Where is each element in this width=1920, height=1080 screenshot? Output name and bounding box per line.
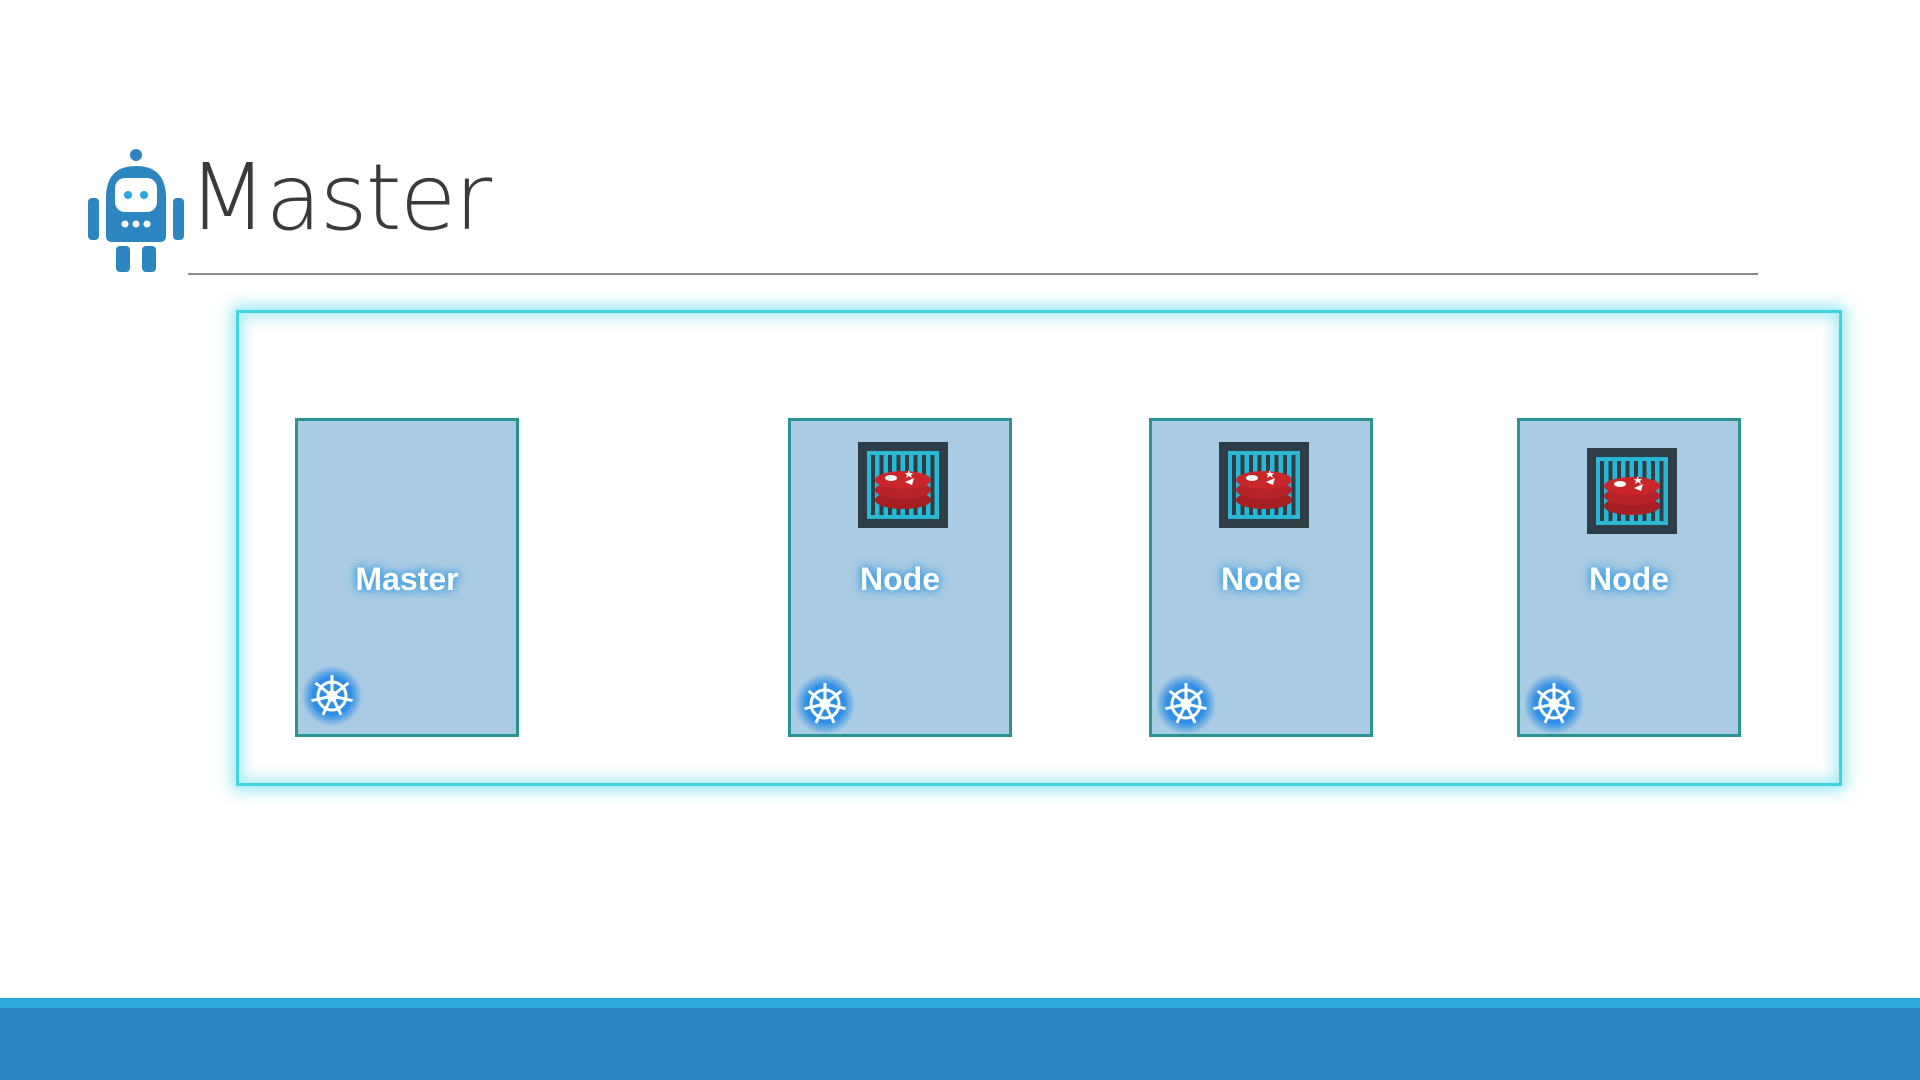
kubernetes-helm-icon [1156, 674, 1216, 734]
node-label: Master [355, 561, 459, 597]
title-divider [188, 273, 1758, 275]
footer-bar [0, 1008, 1920, 1080]
node-label: Node [1221, 561, 1301, 597]
master-node-box: Master [295, 418, 519, 737]
redis-container-icon [1587, 448, 1677, 534]
node-label: Node [860, 561, 940, 597]
worker-node-box: Node [1517, 418, 1741, 737]
redis-container-icon [858, 442, 948, 528]
node-label: Node [1589, 561, 1669, 597]
kubernetes-helm-icon [1524, 674, 1584, 734]
cluster-boundary [236, 310, 1842, 786]
worker-node-box: Node [788, 418, 1012, 737]
worker-node-box: Node [1149, 418, 1373, 737]
footer-strip [0, 998, 1920, 1008]
page-title: Master [188, 144, 492, 251]
kubernetes-helm-icon [795, 674, 855, 734]
kubernetes-helm-icon [302, 666, 362, 726]
robot-logo-icon [86, 148, 186, 273]
redis-container-icon [1219, 442, 1309, 528]
